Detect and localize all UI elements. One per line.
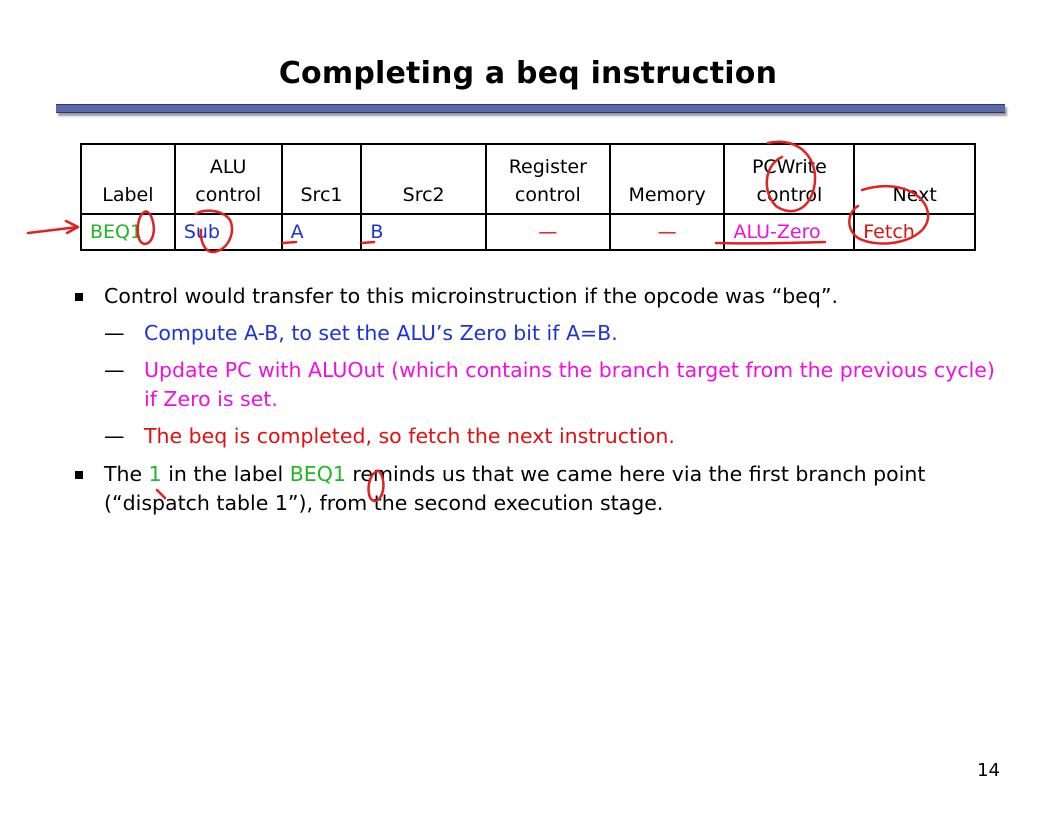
ink-underline-icon: [714, 240, 827, 245]
ink-circle-icon: [367, 469, 385, 503]
bullet-square-icon: [75, 471, 83, 479]
sub-bullet-item: — Compute A-B, to set the ALU’s Zero bit…: [104, 319, 1014, 348]
ink-underline-icon: [155, 488, 167, 500]
bullet-highlight-label: BEQ1: [289, 462, 346, 486]
ink-circle-icon: [136, 210, 155, 246]
ink-arrow-icon: [26, 219, 80, 235]
cell-memory: —: [608, 213, 726, 251]
sub-bullet-item: — Update PC with ALUOut (which contains …: [104, 356, 1014, 414]
ink-underline-icon: [281, 240, 298, 245]
bullet-item: The 1 in the label BEQ1 reminds us that …: [74, 460, 1014, 518]
table-row: BEQ1 Sub A B — — ALU-Zero Fetch: [80, 213, 976, 251]
bullet-text-part: in the label: [161, 462, 290, 486]
slide-title: Completing a beq instruction: [278, 56, 778, 91]
em-dash-marker: —: [104, 424, 125, 448]
header-label: Label: [80, 143, 176, 215]
bullet-item: Control would transfer to this microinst…: [74, 282, 1014, 451]
sub-bullet-text: Compute A-B, to set the ALU’s Zero bit i…: [144, 321, 618, 345]
cell-next: Fetch: [853, 213, 976, 251]
ink-underline-icon: [360, 240, 376, 245]
bullet-list: Control would transfer to this microinst…: [74, 282, 1014, 526]
header-src2: Src2: [360, 143, 487, 215]
sub-bullet-list: — Compute A-B, to set the ALU’s Zero bit…: [104, 319, 1014, 451]
header-memory: Memory: [608, 143, 726, 215]
em-dash-marker: —: [104, 321, 125, 345]
ink-circle-icon: [194, 209, 234, 254]
bullet-text-part: The: [104, 462, 149, 486]
sub-bullet-text: Update PC with ALUOut (which contains th…: [144, 358, 995, 411]
title-underline: [56, 104, 1005, 113]
ink-circle-icon: [765, 140, 817, 213]
cell-label: BEQ1: [80, 213, 176, 251]
sub-bullet-text: The beq is completed, so fetch the next …: [144, 424, 675, 448]
ink-circle-icon: [848, 184, 930, 245]
em-dash-marker: —: [104, 358, 125, 382]
bullet-square-icon: [75, 293, 83, 301]
cell-register-control: —: [484, 213, 611, 251]
sub-bullet-item: — The beq is completed, so fetch the nex…: [104, 422, 1014, 451]
cell-pcwrite-control: ALU-Zero: [723, 213, 856, 251]
bullet-text: Control would transfer to this microinst…: [104, 284, 838, 308]
header-src1: Src1: [280, 143, 363, 215]
cell-src2: B: [360, 213, 487, 251]
bullet-highlight-one: 1: [148, 462, 162, 486]
bullet-text-part: reminds us that we came here via the fir…: [104, 462, 926, 515]
cell-src1: A: [280, 213, 363, 251]
page-number: 14: [977, 760, 1000, 781]
